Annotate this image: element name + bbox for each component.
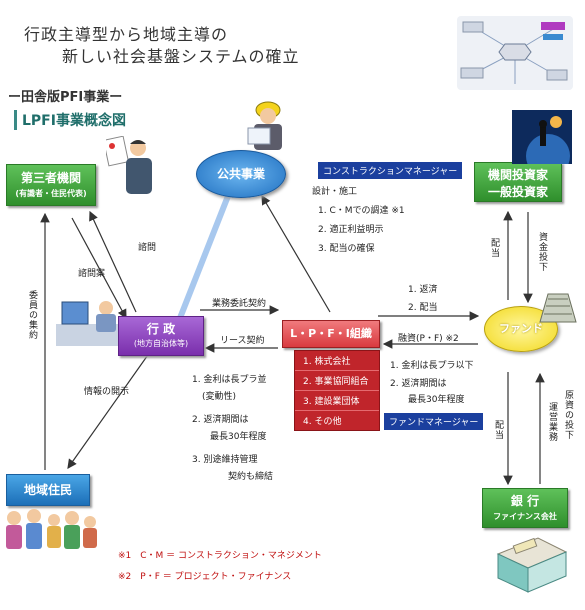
label-haito-investors: 配当 — [489, 238, 499, 258]
label-hensai: 1. 返済 — [408, 285, 438, 295]
lease-term: 最長30年程度 — [210, 432, 267, 442]
title-line-1: 行政主導型から地域主導の — [24, 25, 229, 44]
label-un-ei-gyomu: 運営業務 — [547, 402, 557, 442]
third-party-node: 第三者機関 (有識者・住民代表) — [6, 164, 96, 206]
cm-item: 2. 適正利益明示 — [318, 225, 384, 235]
investor-globe-illustration — [512, 110, 572, 164]
footnotes: ※1 C・M ＝ コンストラクション・マネジメント ※2 P・F ＝ プロジェク… — [118, 548, 322, 582]
construction-manager-items: 設計・施工 1. C・Mでの調達 ※1 2. 適正利益明示 3. 配当の確保 — [312, 184, 405, 254]
title-line-2: 新しい社会基盤システムの確立 — [62, 47, 300, 66]
page-title: 行政主導型から地域主導の 新しい社会基盤システムの確立 — [24, 24, 300, 68]
lease-term: 契約も締結 — [228, 472, 274, 482]
public-works-label: 公共事業 — [216, 167, 265, 181]
lease-term: 1. 金利は長プラ並 — [192, 375, 267, 385]
residents-label: 地域住民 — [23, 483, 72, 497]
network-diagram-illustration — [457, 16, 573, 90]
fund-label: ファンド — [499, 322, 543, 335]
gyosei-node: 行 政 (地方自治体等) — [118, 316, 204, 356]
label-shimon-an: 諮問案 — [78, 269, 106, 279]
construction-worker-illustration — [247, 101, 282, 150]
label-haito-bank: 配当 — [493, 420, 503, 440]
footnote: ※2 P・F ＝ プロジェクト・ファイナンス — [118, 572, 292, 582]
lpfi-member: 3. 建設業団体 — [295, 391, 379, 411]
label-genshi-toka: 原資の投下 — [563, 390, 573, 440]
public-works-node: 公共事業 — [196, 150, 286, 198]
arrow-shimon-an — [71, 217, 127, 320]
label-gyomu-itaku: 業務委託契約 — [212, 299, 267, 309]
cm-item: 3. 配当の確保 — [318, 244, 375, 254]
loan-term: 最長30年程度 — [408, 395, 465, 405]
bank-node: 銀 行 ファイナンス会社 — [482, 488, 568, 528]
label-iin-shuyaku: 委員の集約 — [27, 290, 37, 340]
bank-title: 銀 行 — [510, 494, 540, 508]
label-joho-kaiji: 情報の開示 — [84, 387, 130, 397]
label-shikin-toka: 資金投下 — [537, 232, 547, 272]
label-shimon: 諮問 — [138, 243, 157, 253]
institutional-investors-node: 機関投資家 一般投資家 — [474, 162, 562, 202]
loan-terms: 1. 金利は長プラ以下 2. 返済期間は 最長30年程度 — [390, 358, 473, 405]
lease-terms: 1. 金利は長プラ並 (変動性) 2. 返済期間は 最長30年程度 3. 別途維… — [192, 372, 273, 482]
lease-term: (変動性) — [202, 392, 237, 402]
fund-manager-box: ファンドマネージャー — [384, 413, 484, 430]
cm-item: 1. C・Mでの調達 ※1 — [318, 206, 405, 216]
lpfi-org-node: L・P・F・I組織 — [282, 320, 380, 348]
footnote: ※1 C・M ＝ コンストラクション・マネジメント — [118, 551, 322, 561]
connector-gyosei-public — [177, 194, 231, 320]
lease-term: 3. 別途維持管理 — [192, 455, 258, 465]
label-yushi: 融資(P・F) ※2 — [398, 334, 459, 344]
third-party-title: 第三者機関 — [20, 171, 81, 185]
lpfi-member: 1. 株式会社 — [295, 351, 379, 371]
investors-line-2: 一般投資家 — [487, 185, 548, 199]
arrow-lpfi-public — [261, 194, 331, 313]
arrow-joho-kaiji — [67, 351, 151, 469]
loan-term: 1. 金利は長プラ以下 — [390, 361, 474, 371]
bank-subtitle: ファイナンス会社 — [493, 512, 557, 521]
arrow-shimon — [89, 210, 137, 313]
gyosei-subtitle: (地方自治体等) — [133, 339, 189, 348]
lpfi-member: 4. その他 — [303, 417, 342, 427]
residents-group-illustration — [6, 509, 97, 549]
lease-term: 2. 返済期間は — [192, 415, 249, 425]
third-party-subtitle: (有識者・住民代表) — [15, 189, 87, 198]
label-lease: リース契約 — [220, 336, 265, 346]
lpfi-org-label: L・P・F・I組織 — [290, 327, 372, 340]
money-stack-illustration — [539, 293, 577, 323]
concept-title: LPFI事業概念図 — [14, 110, 126, 130]
bank-building-illustration — [496, 537, 568, 593]
gyosei-title: 行 政 — [146, 322, 176, 336]
subtitle: ー田舎版PFI事業ー — [8, 90, 123, 105]
lpfi-member: 2. 事業協同組合 — [295, 371, 379, 391]
loan-term: 2. 返済期間は — [390, 379, 447, 389]
cm-item: 設計・施工 — [312, 187, 358, 197]
investors-line-1: 機関投資家 — [487, 168, 548, 182]
residents-node: 地域住民 — [6, 474, 90, 506]
office-worker-illustration — [56, 301, 128, 346]
businessman-illustration — [106, 136, 152, 194]
construction-manager-box: コンストラクションマネージャー — [318, 162, 463, 179]
lpfi-members-list: 1. 株式会社 2. 事業協同組合 3. 建設業団体 4. その他 — [294, 350, 380, 431]
label-haito: 2. 配当 — [408, 303, 438, 313]
